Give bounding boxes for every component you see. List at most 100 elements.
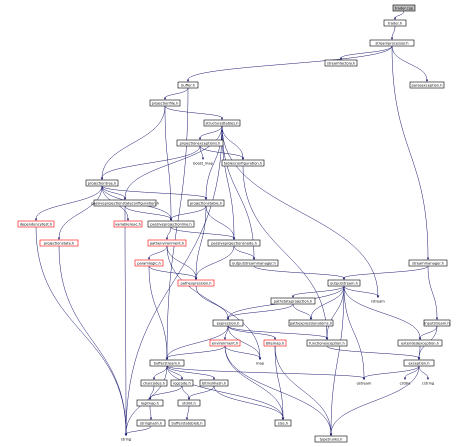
edge-outputstreammanager-to-outputstream (253, 265, 346, 280)
edge-streamprocessor-to-streammanager (391, 45, 430, 260)
node-label: inputstream.h (424, 321, 449, 325)
node-dependency[interactable]: dependencytest.h (17, 220, 55, 228)
node-pathexpression[interactable]: pathexpression.h (177, 279, 215, 287)
edge-root-to-traderh (393, 10, 405, 20)
edge-pathstateprojection-to-expression (226, 303, 294, 320)
node-logcode[interactable]: logcode.h (170, 379, 194, 387)
node-bufferstreamh[interactable]: bufferstream.h (149, 359, 185, 367)
node-label: passiveprojectionline.h (150, 222, 191, 226)
node-label: passiveprojectionsnode.h (211, 241, 257, 245)
node-label: buffer.h (181, 83, 195, 87)
node-logimap[interactable]: logimap.h (136, 399, 164, 407)
node-label: cstdio (400, 381, 411, 385)
node-label: streamprocessor.h (375, 41, 408, 45)
node-size_t[interactable]: size.h (274, 419, 292, 427)
node-label: dependencytest.h (20, 222, 52, 226)
node-extendedexception[interactable]: extendedexception.h (397, 339, 443, 347)
node-ostream[interactable]: ostream (355, 380, 373, 386)
node-passiveprojectionline[interactable]: passiveprojectionline.h (147, 220, 195, 228)
edge-projectionstable-to-passiveprojectionline (169, 205, 207, 221)
edge-passiveprojectionstateconfiguration-to-string (124, 205, 128, 436)
node-label: ostream (357, 381, 372, 385)
node-label: structuredtables.h (206, 121, 239, 125)
edge-exception-to-cstdio (403, 365, 420, 380)
node-label: variablereac.h (115, 222, 141, 226)
node-outputstreammanager[interactable]: outputstreammanager.h (229, 259, 279, 267)
node-label: cstring (422, 381, 434, 385)
node-inputstream[interactable]: inputstream.h (423, 319, 451, 327)
edge-dependency-to-string (35, 226, 128, 436)
node-label: projectionfile.h (152, 101, 179, 105)
edge-exception-to-cstring (418, 365, 430, 380)
node-bufferstateblob[interactable]: bufferstateblob.h (168, 419, 206, 427)
edge-outputstream-to-functionexception (325, 285, 345, 340)
node-typetrunks[interactable]: typetrunks.h (314, 435, 348, 443)
node-environment[interactable]: environment.h (209, 339, 241, 347)
node-paramlogic[interactable]: paramlogic.h (134, 259, 164, 267)
edge-bufferstreamh-to-logcode (166, 365, 184, 380)
node-pathenvironment[interactable]: pathenvironment.h (147, 239, 187, 247)
node-label: pathexpressionatoms.h (290, 321, 332, 325)
node-tablesconfiguration[interactable]: tablesconfiguration.h (221, 159, 265, 167)
node-streammanager[interactable]: streammanager.h (408, 259, 448, 267)
node-structuredtables[interactable]: structuredtables.h (203, 119, 241, 127)
node-streamprocessor[interactable]: streamprocessor.h (369, 39, 415, 47)
node-root[interactable]: trader.cpp (392, 4, 416, 12)
node-pathstateprojection[interactable]: pathstateprojection.h (270, 297, 316, 305)
node-functionexception[interactable]: functionexception.h (306, 339, 348, 347)
node-projectionstateh[interactable]: projectionstate.h (39, 239, 79, 247)
node-projectionexceptions[interactable]: projectionexceptions.h (176, 139, 224, 147)
node-stringhash[interactable]: stringhash.h (136, 419, 166, 427)
node-streamfactory[interactable]: streamfactory.h (324, 59, 358, 67)
node-expression[interactable]: expression.h (212, 319, 244, 327)
node-parseexception[interactable]: parseexception.h (409, 81, 445, 89)
node-cstdio[interactable]: cstdio (398, 380, 412, 386)
node-map[interactable]: map (254, 360, 266, 366)
edge-expression-to-functionexception (227, 325, 329, 340)
node-label: bufferstateblob.h (171, 421, 202, 425)
node-label: projectionstate.h (44, 241, 74, 245)
edge-bufferstreamh-to-charcodes (152, 365, 168, 380)
node-bufferh[interactable]: buffer.h (177, 81, 199, 89)
node-label: charcodes.h (143, 381, 165, 385)
node-bitmsilhash[interactable]: bitmsilhash.h (199, 379, 229, 387)
node-istream[interactable]: istream (370, 298, 386, 304)
node-projectiontree[interactable]: projectiontree.h (85, 179, 119, 187)
edge-projectiontree-to-dependency (34, 185, 103, 221)
edge-projectionexceptions-to-boost_map (199, 145, 205, 160)
node-string[interactable]: string (118, 436, 134, 442)
edge-pathenvironment-to-pathexpression (166, 245, 198, 280)
node-exception[interactable]: exception.h (403, 359, 435, 367)
node-projectionfile[interactable]: projectionfile.h (149, 99, 181, 107)
node-label: bitemap.h (266, 341, 284, 345)
node-passiveprojectionstateconfiguration[interactable]: passiveprojectionstateconfiguration.h (91, 199, 159, 207)
node-projectionstable[interactable]: projectionstable.h (187, 199, 225, 207)
edge-projectionfile-to-structuredtables (164, 105, 224, 120)
node-label: projectionstable.h (190, 201, 222, 205)
node-charcodes[interactable]: charcodes.h (140, 379, 168, 387)
node-label: trader.h (388, 21, 402, 25)
node-outputstream[interactable]: outputstream.h (327, 279, 361, 287)
edge-structuredtables-to-tablesconfiguration (221, 125, 245, 160)
node-boost_map[interactable]: boost_map (190, 160, 216, 166)
node-cstring[interactable]: cstring (419, 380, 437, 386)
edge-inputstream-to-extendedexception (418, 325, 438, 340)
node-pathexpressionatoms[interactable]: pathexpressionatoms.h (288, 319, 334, 327)
node-traderh[interactable]: trader.h (383, 19, 407, 27)
node-label: stdint.h (182, 401, 196, 405)
node-label: bitmsilhash.h (202, 381, 226, 385)
node-label: stringhash.h (140, 421, 162, 425)
node-label: projectiontree.h (88, 181, 117, 185)
edge-tablesconfiguration-to-functionexception (242, 165, 329, 340)
node-label: parseexception.h (411, 83, 442, 87)
edge-pathexpression-to-expression (195, 285, 230, 320)
node-stdint[interactable]: stdint.h (177, 399, 201, 407)
node-bitemap[interactable]: bitemap.h (263, 339, 287, 347)
node-label: exception.h (409, 361, 430, 365)
node-passiveprojectionsnode[interactable]: passiveprojectionsnode.h (207, 239, 261, 247)
node-variablereac[interactable]: variablereac.h (113, 220, 143, 228)
edge-projectiontree-to-passiveprojectionstateconfiguration (101, 185, 127, 200)
edge-streamprocessor-to-bufferh (186, 45, 393, 82)
node-label: map (256, 361, 265, 365)
edge-outputstream-to-extendedexception (343, 285, 422, 340)
